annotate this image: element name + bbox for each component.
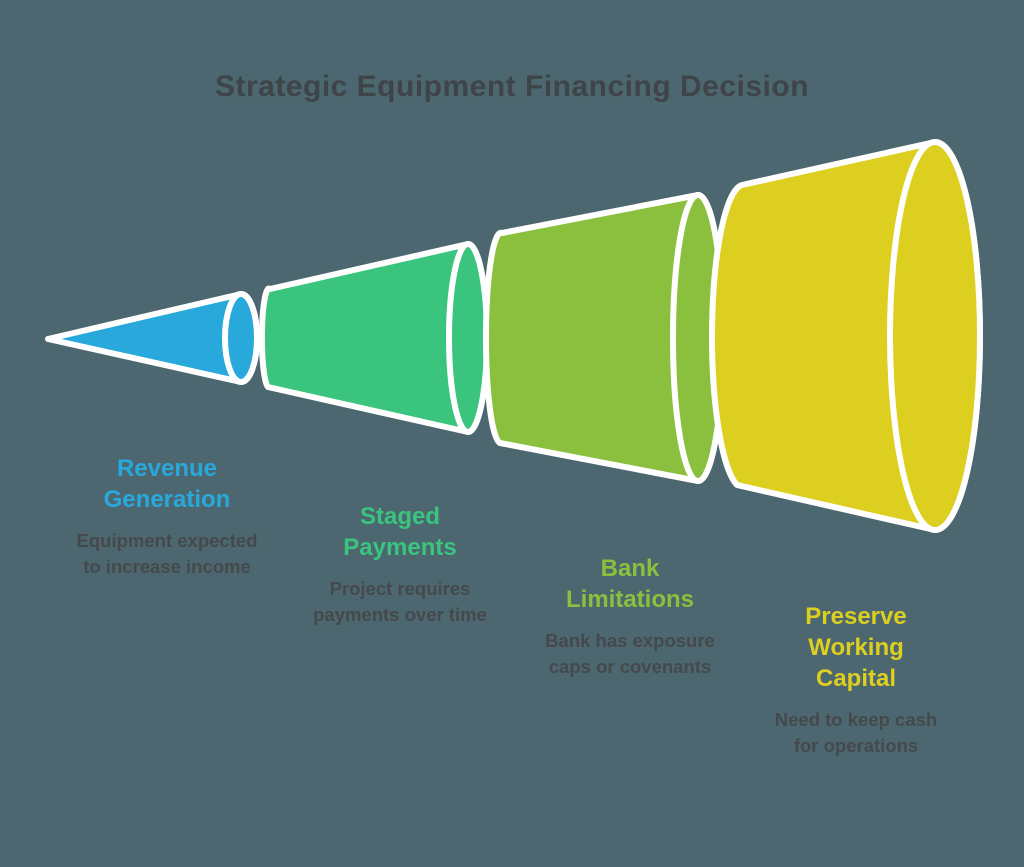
label-bank-limitations: Bank Limitations Bank has exposure caps … (510, 553, 750, 680)
label-revenue-generation-description: Equipment expected to increase income (76, 530, 258, 577)
label-bank-limitations-heading: Bank Limitations (565, 555, 694, 613)
label-preserve-working-capital-description: Need to keep cash for operations (774, 709, 938, 756)
label-revenue-generation: Revenue Generation Equipment expected to… (47, 453, 287, 580)
label-preserve-working-capital-heading: Preserve Working Capital (805, 603, 907, 692)
funnel-segment-revenue-generation (45, 291, 260, 385)
funnel-segment-bank-limitations (482, 192, 726, 484)
label-bank-limitations-description: Bank has exposure caps or covenants (545, 630, 715, 677)
funnel-segment-staged-payments-cap (446, 241, 490, 435)
label-staged-payments: Staged Payments Project requires payment… (280, 501, 520, 628)
page-title: Strategic Equipment Financing Decision (214, 70, 810, 103)
funnel-segment-preserve-working-capital-cap (887, 139, 983, 533)
label-revenue-generation-heading: Revenue Generation (103, 455, 231, 513)
label-staged-payments-heading: Staged Payments (343, 503, 457, 561)
label-staged-payments-description: Project requires payments over time (313, 578, 487, 625)
funnel-segment-preserve-working-capital (709, 139, 983, 533)
funnel-segment-revenue-generation-cap (222, 291, 260, 385)
label-preserve-working-capital: Preserve Working Capital Need to keep ca… (736, 601, 976, 759)
funnel-segment-staged-payments (258, 241, 490, 435)
